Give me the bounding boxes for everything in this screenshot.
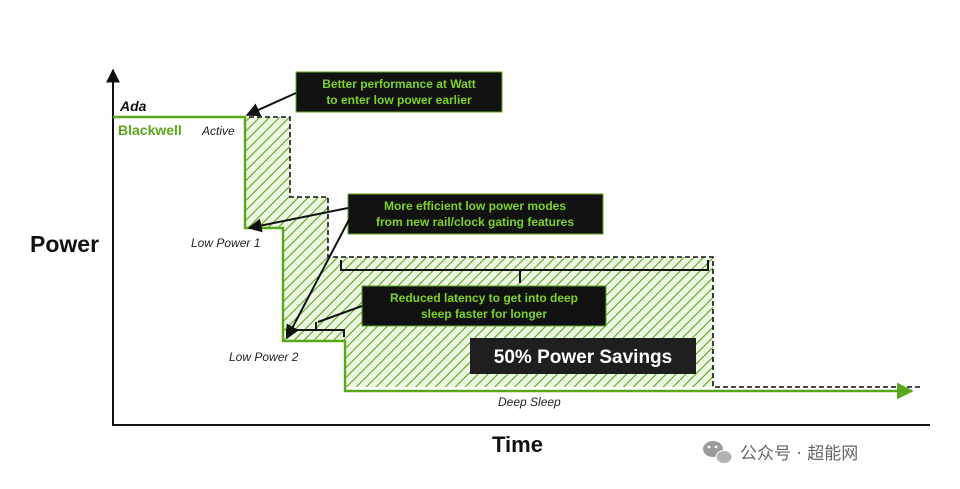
callout-latency-line-1: Reduced latency to get into deep [390,291,578,305]
series-label-blackwell: Blackwell [118,122,182,138]
callout-low-power-modes: More efficient low power modes from new … [347,193,604,235]
wechat-icon [703,441,733,464]
state-label-low-power-2: Low Power 2 [229,350,299,364]
watermark-text: 公众号 · 超能网 [740,444,858,464]
state-label-deep-sleep: Deep Sleep [498,395,561,409]
savings-badge: 50% Power Savings [470,338,696,374]
state-label-low-power-1: Low Power 1 [191,236,260,250]
state-label-active: Active [201,124,235,138]
x-axis-title: Time [492,432,543,457]
callout-performance-arrow [245,92,297,117]
callout-performance-line-2: to enter low power earlier [326,93,472,107]
callout-latency: Reduced latency to get into deep sleep f… [361,285,607,327]
callout-low-power-arrow-1 [247,207,349,233]
blackwell-series-line [113,115,914,400]
callout-low-power-line-1: More efficient low power modes [384,199,566,213]
watermark: 公众号 · 超能网 [703,441,858,464]
callout-latency-connector [317,305,363,323]
y-axis-title: Power [30,231,99,257]
callout-performance-line-1: Better performance at Watt [322,77,476,91]
series-label-ada: Ada [119,98,147,114]
ada-series-line [113,116,920,388]
brace-latency [286,322,345,337]
callout-low-power-line-2: from new rail/clock gating features [376,215,574,229]
callout-low-power-arrow-2 [286,213,353,340]
callout-latency-line-2: sleep faster for longer [421,307,547,321]
savings-label: 50% Power Savings [494,347,672,368]
brace-deep-sleep-extended [340,260,709,283]
callout-performance: Better performance at Watt to enter low … [295,71,503,113]
